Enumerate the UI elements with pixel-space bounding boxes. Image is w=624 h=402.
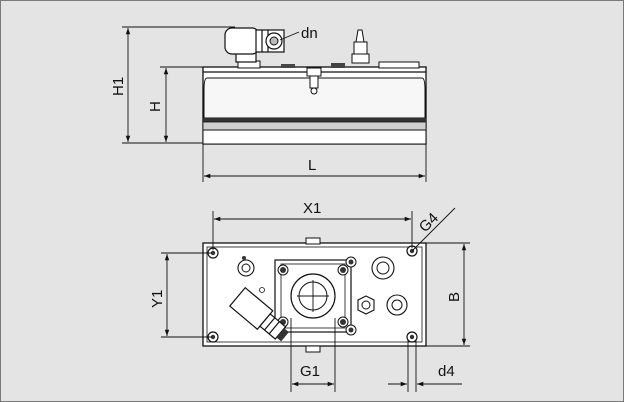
label-g1: G1 [300,363,320,380]
label-b: B [446,292,463,302]
label-dn: dn [301,25,318,42]
elbow-fitting [224,27,285,63]
label-h1: H1 [110,77,127,96]
label-h: H [147,101,164,112]
label-y1: Y1 [149,290,166,308]
side-band-dark [203,118,426,122]
vent-plug [351,29,370,64]
label-d4: d4 [438,363,455,380]
side-view: dn H1 H L [110,25,427,182]
label-x1: X1 [303,200,321,217]
elbow-top [228,286,289,342]
label-l: L [308,157,316,174]
top-view: X1 G4 Y1 B G1 d4 [149,200,470,392]
label-g4: G4 [416,210,442,236]
